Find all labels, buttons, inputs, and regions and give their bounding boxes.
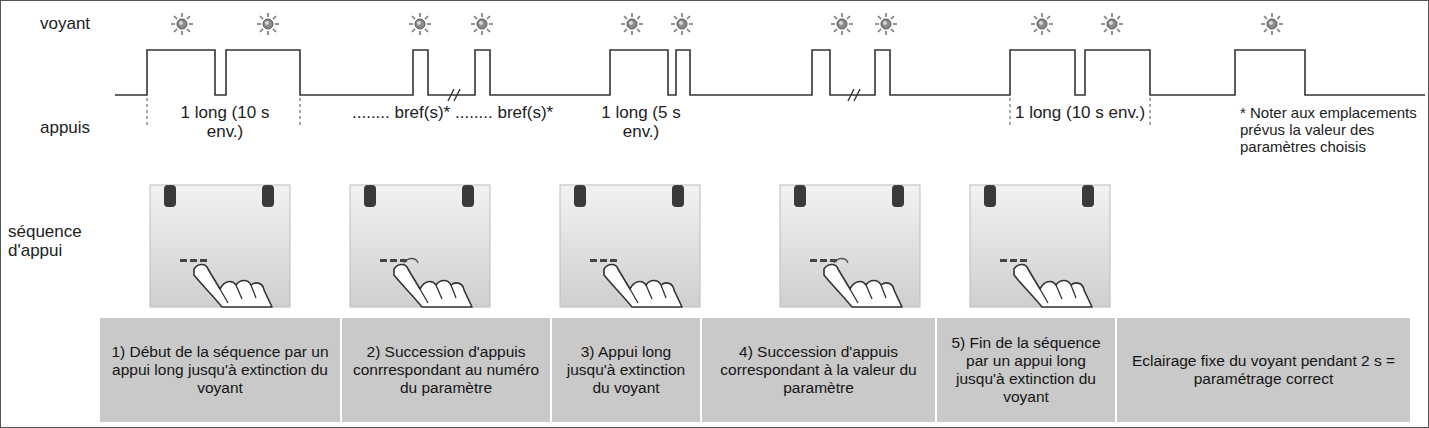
row-label: appuis bbox=[40, 118, 130, 137]
step-text: 2) Succession d'appuis conrrespondant au… bbox=[352, 343, 540, 397]
step-cell: Eclairage fixe du voyant pendant 2 s = p… bbox=[1117, 318, 1410, 422]
step-text: 1) Début de la séquence par un appui lon… bbox=[110, 343, 330, 397]
row-label: séquence d'appui bbox=[8, 222, 128, 260]
press-duration: ........ bref(s)* ........ bref(s)* bbox=[352, 103, 553, 122]
step-cell: 3) Appui long jusqu'à extinction du voya… bbox=[552, 318, 700, 422]
press-duration: 1 long (10 s env.) bbox=[1012, 103, 1148, 122]
led-row bbox=[171, 13, 1283, 35]
step-text: Eclairage fixe du voyant pendant 2 s = p… bbox=[1127, 352, 1400, 388]
footnote: * Noter aux emplacements prévus la valeu… bbox=[1240, 104, 1418, 155]
press-duration: 1 long (5 s env.) bbox=[598, 103, 684, 141]
step-cell: 4) Succession d'appuis correspondant à l… bbox=[702, 318, 935, 422]
break-mark bbox=[448, 89, 860, 101]
signal-waveform bbox=[115, 50, 1425, 95]
press-duration: 1 long (10 s env.) bbox=[160, 103, 290, 141]
hand-press-row bbox=[150, 185, 1110, 307]
step-text: 3) Appui long jusqu'à extinction du voya… bbox=[562, 343, 690, 397]
step-cell: 5) Fin de la séquence par un appui long … bbox=[937, 318, 1115, 422]
step-cell: 2) Succession d'appuis conrrespondant au… bbox=[342, 318, 550, 422]
step-text: 5) Fin de la séquence par un appui long … bbox=[947, 334, 1105, 406]
step-text: 4) Succession d'appuis correspondant à l… bbox=[712, 343, 925, 397]
step-cell: 1) Début de la séquence par un appui lon… bbox=[100, 318, 340, 422]
row-label: voyant bbox=[40, 14, 130, 33]
